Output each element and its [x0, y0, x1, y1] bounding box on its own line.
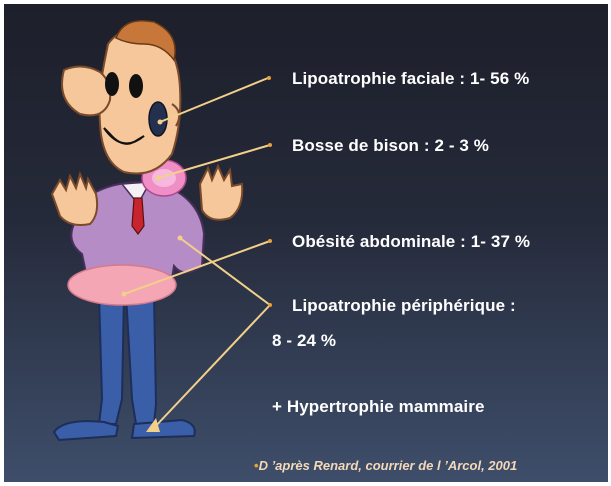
label-hypertrophie-mammaire: + Hypertrophie mammaire — [272, 397, 485, 417]
label-lipoatrophie-peripherique: Lipoatrophie périphérique : — [292, 296, 516, 316]
label-lipoatrophie-peripherique-value: 8 - 24 % — [272, 331, 336, 351]
label-obesite-abdominale: Obésité abdominale : 1- 37 % — [292, 232, 530, 252]
source-citation: •D ’après Renard, courrier de l ’Arcol, … — [254, 458, 517, 473]
legs — [54, 294, 195, 440]
bullet-dot — [268, 239, 272, 243]
head — [62, 21, 180, 174]
source-text: D ’après Renard, courrier de l ’Arcol, 2… — [259, 458, 518, 473]
label-bosse-de-bison: Bosse de bison : 2 - 3 % — [292, 136, 489, 156]
bullet-dot — [268, 303, 272, 307]
bullet-dot — [268, 143, 272, 147]
bullet-dot — [267, 76, 271, 80]
abdominal-highlight — [68, 265, 176, 305]
label-lipoatrophie-faciale: Lipoatrophie faciale : 1- 56 % — [292, 69, 529, 89]
slide: Lipoatrophie faciale : 1- 56 % Bosse de … — [4, 4, 608, 482]
